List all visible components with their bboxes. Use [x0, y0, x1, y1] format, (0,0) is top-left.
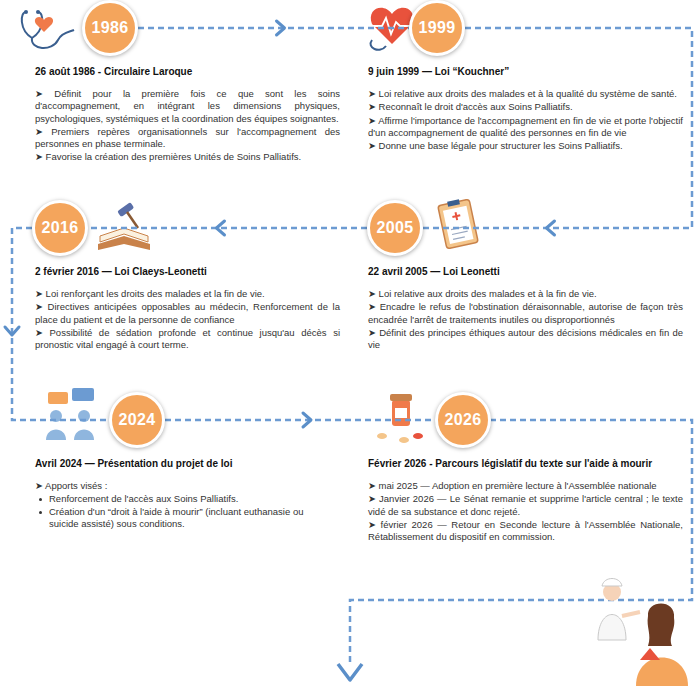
timeline-connector [88, 227, 367, 230]
timeline-section: Avril 2024 — Présentation du projet de l… [35, 458, 335, 530]
section-heading: 9 juin 1999 — Loi “Kouchner” [368, 66, 683, 77]
timeline-connector [165, 419, 435, 422]
list-dot [39, 498, 42, 501]
timeline-section: 9 juin 1999 — Loi “Kouchner” ➤ Loi relati… [368, 66, 683, 153]
bullet-text: ➤ Loi renforçant les droits des malades … [35, 288, 340, 300]
section-heading: Février 2026 - Parcours législatif du te… [368, 458, 683, 469]
list-item: Renforcement de l'accès aux Soins Pallia… [35, 493, 335, 505]
list-dot [39, 511, 42, 514]
arrowhead [277, 21, 285, 35]
year-label: 2016 [42, 219, 79, 237]
bullet-text: ➤ Reconnaît le droit d'accès aux Soins P… [368, 101, 683, 113]
timeline-section: 2 février 2016 — Loi Claeys-Leonetti ➤ Lo… [35, 266, 340, 352]
year-circle: 2024 [109, 392, 165, 448]
section-heading: 2 février 2016 — Loi Claeys-Leonetti [35, 266, 340, 277]
arrowhead [217, 221, 225, 235]
medicine-icon [377, 394, 423, 443]
arrowhead [303, 413, 311, 427]
year-circle: 2005 [367, 200, 423, 256]
bullet-text: ➤ Directives anticipées opposables au mé… [35, 301, 340, 326]
clipboard-icon [438, 199, 478, 249]
year-label: 1999 [419, 19, 456, 37]
bullet-text: ➤ Donne une base légale pour structurer … [368, 140, 683, 152]
bullet-text: ➤ Encadre le refus de l'obstination déra… [368, 301, 683, 326]
bullet-text: ➤ Possibilité de sédation profonde et co… [35, 327, 340, 352]
bullet-text: ➤ Loi relative aux droits des malades et… [368, 288, 683, 300]
year-circle: 2016 [32, 200, 88, 256]
arrowhead [5, 327, 19, 335]
timeline-section: Février 2026 - Parcours législatif du te… [368, 458, 683, 544]
stethoscope-icon [22, 10, 74, 48]
year-label: 2024 [119, 411, 156, 429]
year-label: 2026 [445, 411, 482, 429]
bullet-text: ➤ Affirme l'importance de l'accompagneme… [368, 115, 683, 140]
year-label: 1986 [92, 19, 129, 37]
bullet-text: ➤ Favorise la création des premières Uni… [35, 151, 340, 163]
year-circle: 2026 [435, 392, 491, 448]
timeline-section: 22 avril 2005 — Loi Leonetti ➤ Loi relati… [368, 266, 683, 352]
bullet-text: ➤ Définit pour la première fois ce que s… [35, 88, 340, 125]
nurse-illustration [598, 579, 688, 686]
timeline-section: 26 août 1986 - Circulaire Laroque ➤ Défin… [35, 66, 340, 165]
section-heading: 22 avril 2005 — Loi Leonetti [368, 266, 683, 277]
year-label: 2005 [377, 219, 414, 237]
bullet-text: ➤ Définit des principes éthiques autour … [368, 327, 683, 352]
year-circle: 1999 [409, 0, 465, 56]
timeline-connector [138, 27, 409, 30]
section-heading: 26 août 1986 - Circulaire Laroque [35, 66, 340, 77]
year-circle: 1986 [82, 0, 138, 56]
bullet-text: ➤ Janvier 2026 — Le Sénat remanie et sup… [368, 493, 683, 518]
book-gavel-icon [98, 202, 150, 250]
bullet-text: ➤ mai 2025 — Adoption en première lectur… [368, 480, 683, 492]
section-heading: Avril 2024 — Présentation du projet de l… [35, 458, 335, 469]
list-item: Création d'un “droit à l'aide à mourir” … [35, 506, 335, 531]
people-icon [46, 388, 94, 440]
tail-arrowhead [338, 664, 362, 680]
arrowhead [547, 221, 555, 235]
bullet-text: ➤ février 2026 — Retour en Seconde lectu… [368, 519, 683, 544]
bullet-text: ➤ Loi relative aux droits des malades et… [368, 88, 683, 100]
timeline-tail [350, 420, 692, 666]
bullet-text: ➤ Premiers repères organisationnels sur … [35, 126, 340, 151]
bullet-text: ➤ Apports visés : [35, 480, 335, 492]
